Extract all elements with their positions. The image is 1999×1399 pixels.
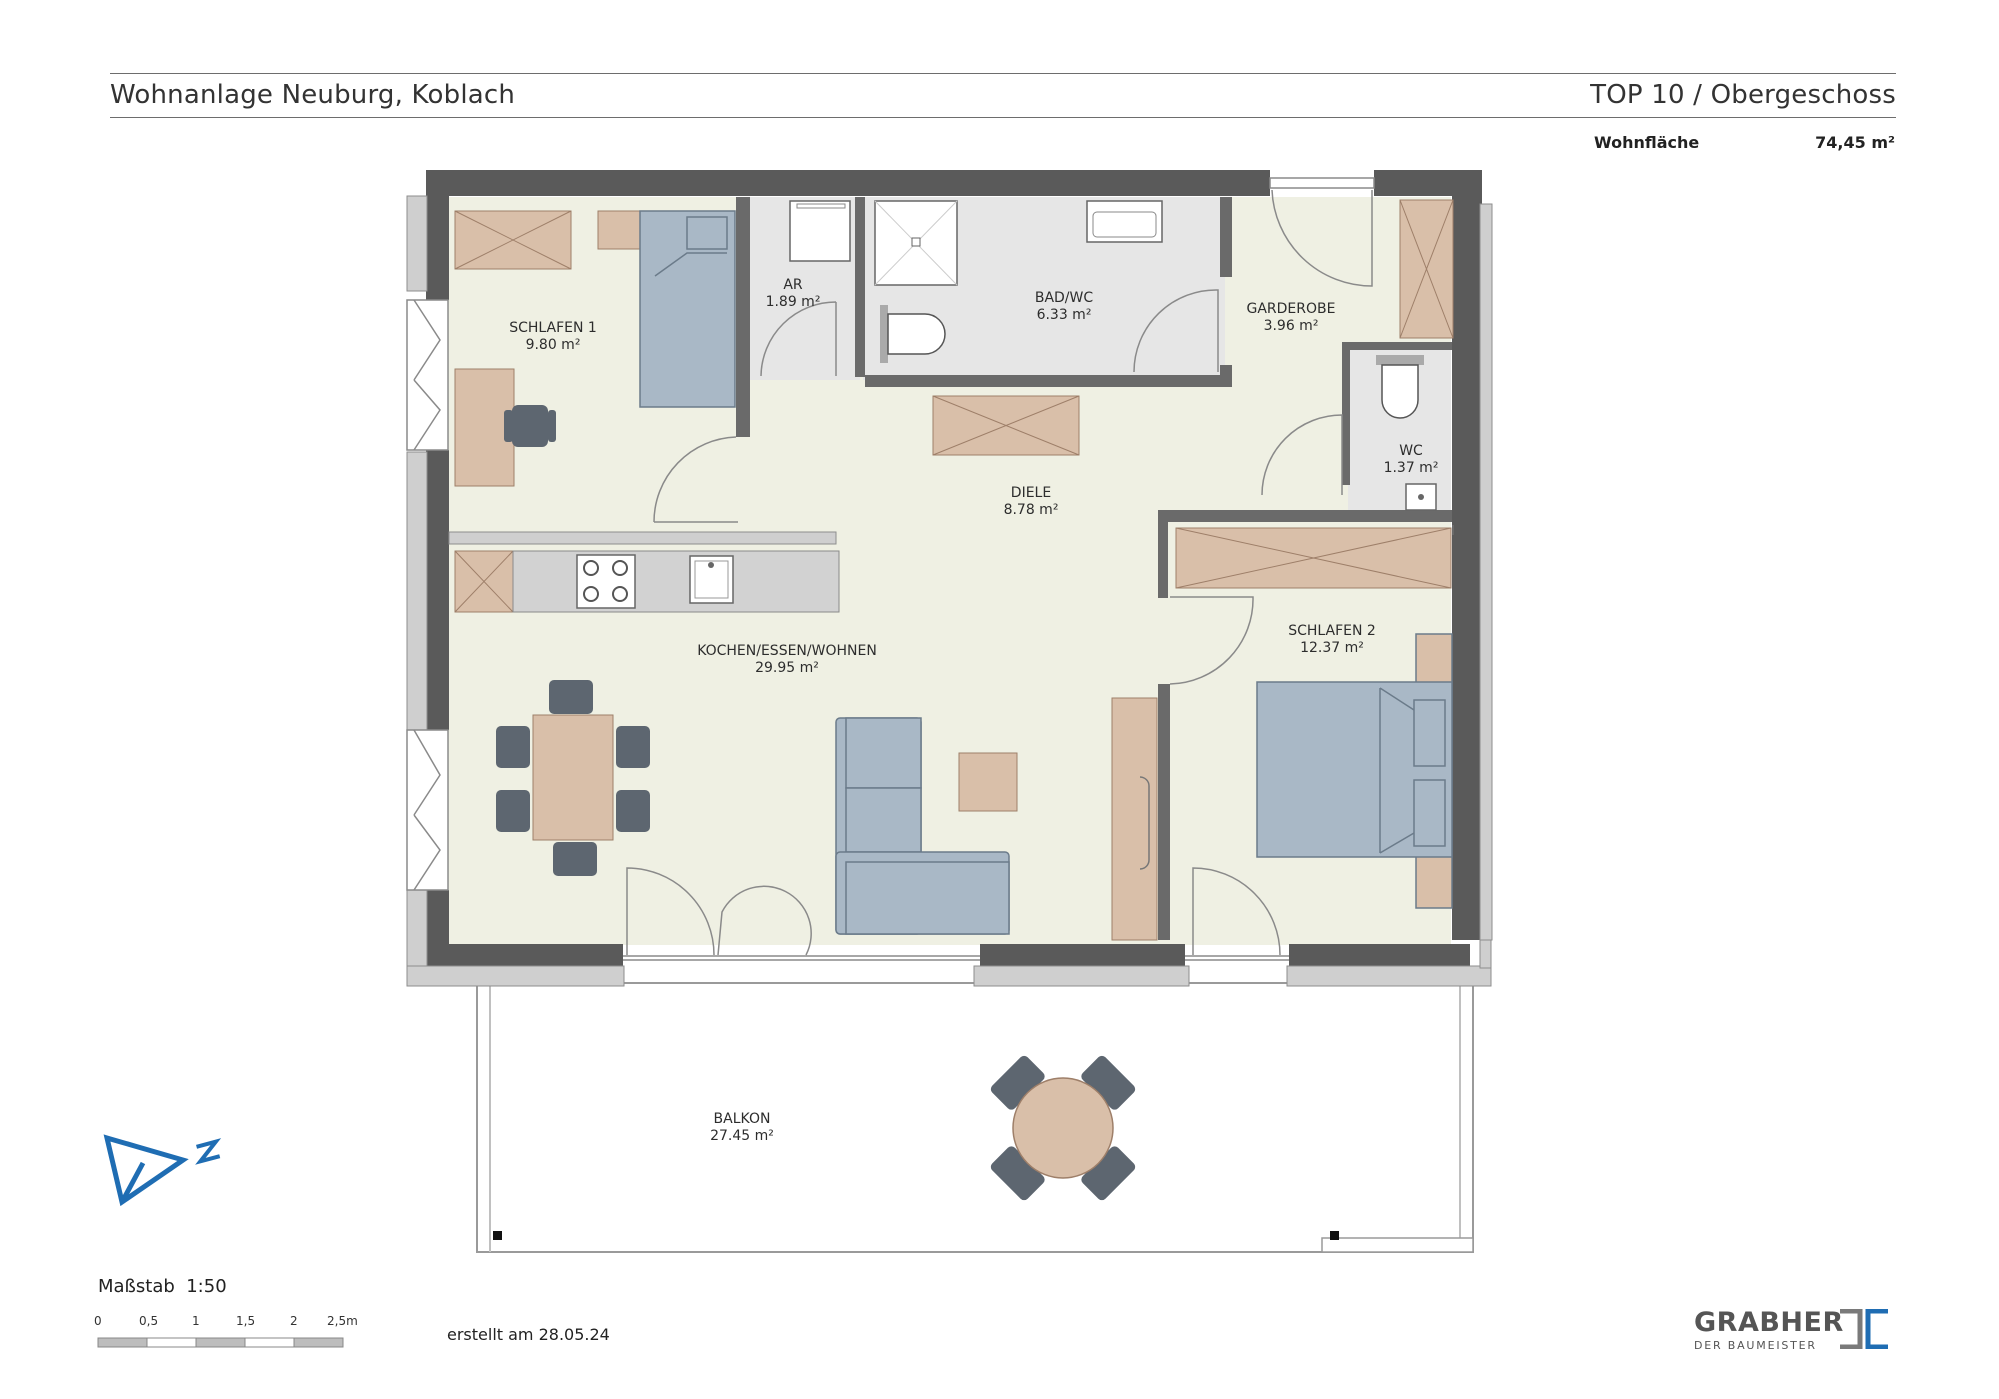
desk-chair: [504, 405, 556, 447]
svg-text:1.89 m²: 1.89 m²: [766, 294, 821, 310]
room-label-schlafen1: SCHLAFEN 1 9.80 m²: [509, 320, 597, 353]
room-label-garderobe: GARDEROBE 3.96 m²: [1247, 301, 1336, 334]
room-label-schlafen2: SCHLAFEN 2 12.37 m²: [1288, 623, 1376, 656]
scale-tick: 2,5m: [327, 1314, 358, 1328]
svg-text:12.37 m²: 12.37 m²: [1300, 640, 1364, 656]
window-left-1: [406, 299, 449, 451]
balcony-slab: [476, 982, 1474, 1253]
north-arrow-icon: [103, 1134, 222, 1207]
room-label-ar: AR 1.89 m²: [766, 277, 821, 310]
scale-bar: [97, 1337, 344, 1348]
svg-text:DIELE: DIELE: [1011, 485, 1051, 501]
logo-subtitle: DER BAUMEISTER: [1694, 1339, 1817, 1352]
sofa: [835, 717, 1010, 935]
room-label-diele: DIELE 8.78 m²: [1004, 485, 1059, 518]
interior-walls: [736, 197, 1454, 940]
svg-text:9.80 m²: 9.80 m²: [526, 337, 581, 353]
toilet-bad: [880, 305, 946, 363]
scale-tick: 0: [94, 1314, 102, 1328]
coffee-table: [958, 752, 1018, 812]
svg-text:AR: AR: [783, 277, 803, 293]
wc-sink: [1405, 483, 1437, 511]
room-label-kochen: KOCHEN/ESSEN/WOHNEN 29.95 m²: [697, 643, 877, 676]
svg-text:27.45 m²: 27.45 m²: [710, 1128, 774, 1144]
scale-tick: 0,5: [139, 1314, 159, 1328]
toilet-wc: [1376, 355, 1424, 419]
balcony-post: [493, 1231, 502, 1240]
wardrobes: [454, 199, 1454, 613]
scale-tick: 1,5: [236, 1314, 256, 1328]
svg-text:SCHLAFEN 1: SCHLAFEN 1: [509, 320, 597, 336]
outer-walls: [426, 170, 1482, 968]
svg-text:KOCHEN/ESSEN/WOHNEN: KOCHEN/ESSEN/WOHNEN: [697, 643, 877, 659]
logo-word: GRABHER: [1694, 1307, 1844, 1338]
balcony-post: [1330, 1231, 1339, 1240]
grabher-logo: GRABHER DER BAUMEISTER: [1694, 1307, 1888, 1352]
bathtub: [1086, 200, 1163, 243]
balcony-table-set: [990, 1055, 1136, 1201]
svg-text:GARDEROBE: GARDEROBE: [1247, 301, 1336, 317]
dining-set: [496, 680, 650, 876]
kitchen-counter: [512, 550, 840, 613]
interior-doors: [653, 289, 1343, 685]
room-label-bad: BAD/WC 6.33 m²: [1035, 290, 1094, 323]
bed-double: [1256, 633, 1453, 909]
scale-label: Maßstab 1:50: [98, 1276, 227, 1297]
bed-single: [639, 210, 736, 408]
area-value: 74,45 m²: [1815, 133, 1895, 152]
svg-text:WC: WC: [1399, 443, 1423, 459]
svg-text:1.37 m²: 1.37 m²: [1384, 460, 1439, 476]
svg-text:6.33 m²: 6.33 m²: [1037, 307, 1092, 323]
south-openings: [623, 867, 1289, 961]
room-label-balkon: BALKON 27.45 m²: [710, 1111, 774, 1144]
shower: [874, 200, 958, 286]
unit-title: TOP 10 / Obergeschoss: [1590, 80, 1896, 110]
svg-text:BALKON: BALKON: [714, 1111, 771, 1127]
svg-text:8.78 m²: 8.78 m²: [1004, 502, 1059, 518]
entrance-door: [1269, 177, 1375, 287]
scale-tick: 2: [290, 1314, 298, 1328]
svg-text:SCHLAFEN 2: SCHLAFEN 2: [1288, 623, 1376, 639]
ar-appliance: [789, 200, 851, 262]
project-title: Wohnanlage Neuburg, Koblach: [110, 80, 516, 110]
logo-mark-icon: [1840, 1309, 1888, 1349]
svg-text:BAD/WC: BAD/WC: [1035, 290, 1094, 306]
header-bottom-rule: [110, 117, 1896, 118]
header-top-rule: [110, 73, 1896, 74]
created-date: erstellt am 28.05.24: [447, 1325, 610, 1344]
svg-text:29.95 m²: 29.95 m²: [755, 660, 819, 676]
sideboard: [1111, 697, 1158, 941]
window-left-2: [406, 729, 449, 891]
room-label-wc: WC 1.37 m²: [1384, 443, 1439, 476]
svg-text:3.96 m²: 3.96 m²: [1264, 318, 1319, 334]
scale-tick: 1: [192, 1314, 200, 1328]
outer-insulation: [406, 195, 1493, 987]
area-label: Wohnfläche: [1594, 133, 1700, 152]
kitchen-partition: [448, 531, 837, 545]
